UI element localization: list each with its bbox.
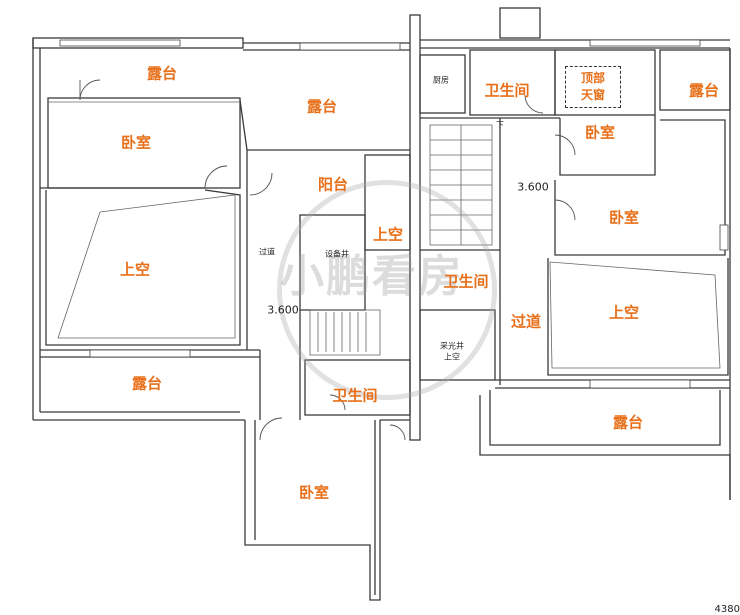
room-label-bath-top-right: 卫生间 — [484, 81, 530, 100]
right-wing-walls — [409, 7, 731, 500]
room-label-bedroom-right-top: 卧室 — [584, 123, 616, 142]
level-mark-left: 3.600 — [267, 303, 299, 317]
room-label-bedroom-right: 卧室 — [608, 208, 640, 227]
room-label-balcony: 阳台 — [317, 175, 349, 194]
label-equipment-shaft: 设备井 — [325, 249, 349, 259]
room-label-terrace-bottom-right: 露台 — [612, 413, 644, 432]
watermark-ring — [277, 180, 497, 400]
room-label-void-small: 上空 — [372, 225, 404, 244]
room-label-terrace-bottom-left: 露台 — [131, 374, 163, 393]
room-label-bedroom-bottom: 卧室 — [298, 483, 330, 502]
room-label-bedroom-left: 卧室 — [120, 133, 152, 152]
level-mark-right: 3.600 — [517, 180, 549, 194]
room-label-bath-lower: 卫生间 — [332, 386, 378, 405]
label-kitchen-small: 厨房 — [433, 75, 449, 85]
label-light-shaft-void: 上空 — [444, 352, 460, 362]
doors — [79, 79, 576, 441]
skylight-line1: 顶部 — [580, 71, 605, 85]
room-label-void-right: 上空 — [608, 303, 640, 322]
skylight-line2: 天窗 — [580, 88, 605, 102]
room-label-terrace-top-left: 露台 — [146, 64, 178, 83]
label-corridor-small: 过道 — [259, 247, 275, 257]
room-label-bath-mid: 卫生间 — [443, 272, 489, 291]
label-light-shaft: 采光井 — [440, 341, 464, 351]
windows — [59, 39, 729, 389]
skylight-box: 顶部 天窗 — [565, 66, 621, 108]
corner-dimension: 4380 — [714, 604, 740, 615]
label-stair-down: 下 — [496, 120, 504, 130]
room-label-corridor: 过道 — [510, 312, 542, 331]
room-label-terrace-top-mid: 露台 — [306, 97, 338, 116]
watermark-text: 小鹏看房 — [280, 251, 464, 302]
room-label-terrace-top-right: 露台 — [688, 81, 720, 100]
room-label-void-left: 上空 — [119, 260, 151, 279]
